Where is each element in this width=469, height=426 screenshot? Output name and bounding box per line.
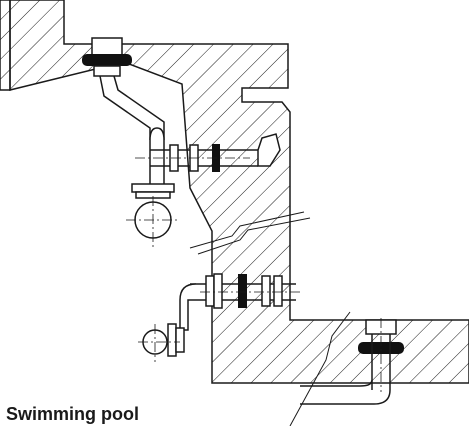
break-lines [189, 211, 351, 426]
upper-pump-symbol [126, 183, 180, 250]
upper-pipe-assembly [135, 133, 281, 172]
seal-ring [82, 54, 132, 66]
figure-caption: Swimming pool [6, 404, 139, 424]
lower-pump-symbol [138, 323, 185, 362]
concrete-structure [0, 0, 469, 384]
middle-pipe-assembly [179, 273, 300, 331]
seal-ring [238, 274, 247, 308]
top-wall-penetration [82, 37, 165, 186]
floor-penetration [300, 318, 404, 405]
seal-ring [358, 342, 404, 354]
